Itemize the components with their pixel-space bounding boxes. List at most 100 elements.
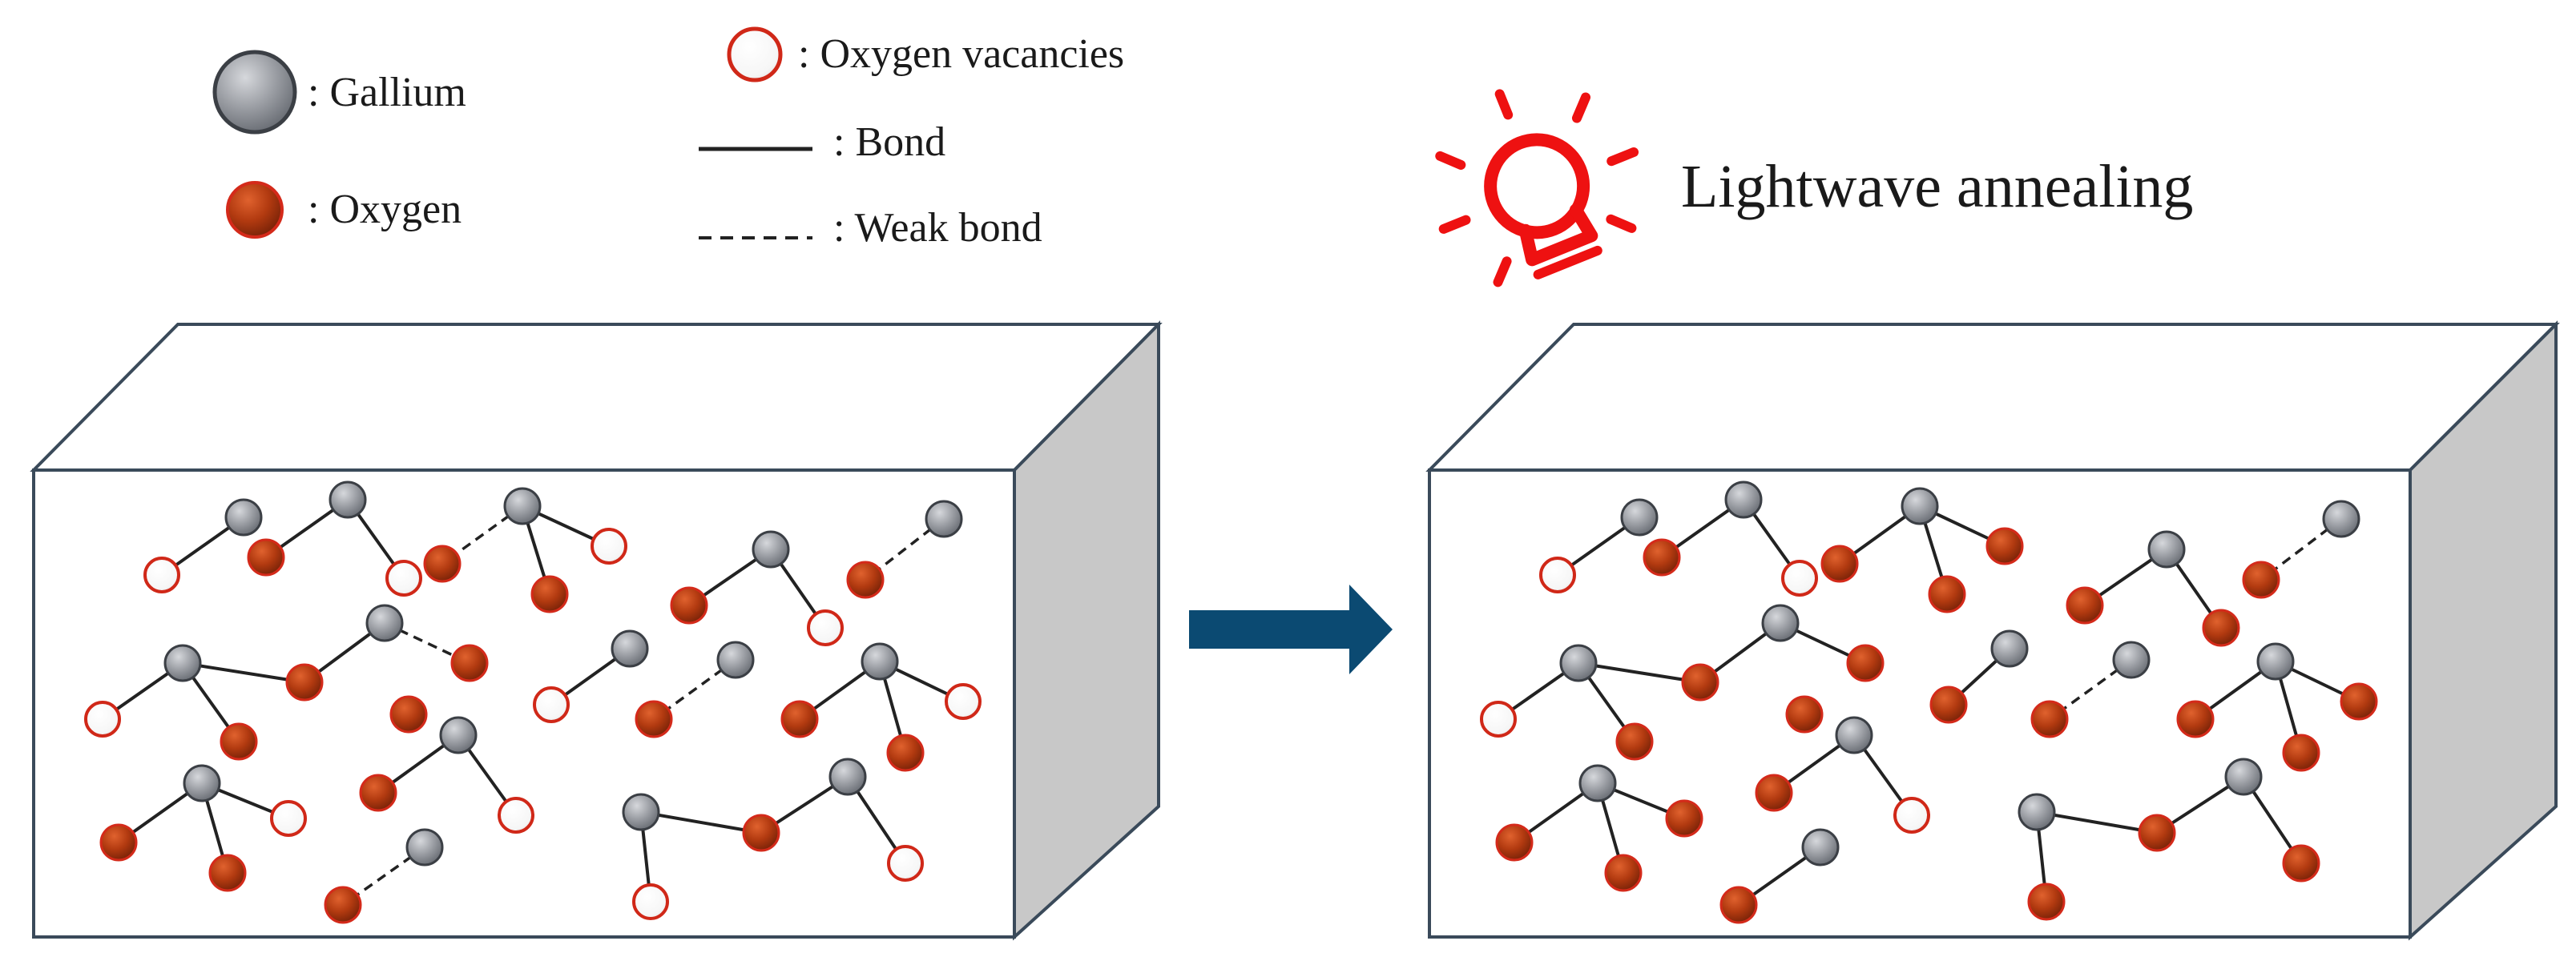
oxygen-vacancy bbox=[591, 528, 627, 565]
oxygen-vacancy bbox=[498, 797, 534, 834]
gallium-atom bbox=[439, 716, 478, 754]
left-molecules bbox=[84, 480, 982, 924]
legend-bond-label: : Bond bbox=[833, 119, 946, 165]
left-crystal-box bbox=[30, 320, 1163, 941]
gallium-atom bbox=[503, 487, 542, 525]
oxygen-atom bbox=[389, 695, 428, 734]
oxygen-atom bbox=[1604, 854, 1643, 892]
legend-weak-bond-label: : Weak bond bbox=[833, 205, 1042, 251]
bond bbox=[2036, 810, 2158, 834]
gallium-atom bbox=[716, 641, 755, 679]
oxygen-atom bbox=[1929, 686, 1968, 724]
gallium-atom bbox=[1578, 764, 1617, 802]
gallium-atom bbox=[1901, 487, 1939, 525]
right-box-front-face bbox=[1428, 468, 2412, 939]
oxygen-atom bbox=[1719, 886, 1758, 924]
oxygen-atom bbox=[742, 814, 780, 852]
legend-oxygen-label: : Oxygen bbox=[308, 187, 462, 232]
gallium-atom bbox=[2147, 530, 2186, 569]
oxygen-atom bbox=[324, 886, 362, 924]
oxygen-atom bbox=[780, 700, 819, 738]
gallium-atom bbox=[828, 758, 867, 796]
legend-gallium-icon bbox=[212, 50, 297, 135]
oxygen-atom bbox=[1820, 545, 1859, 583]
gallium-atom bbox=[2224, 758, 2263, 796]
oxygen-atom bbox=[1755, 774, 1793, 812]
gallium-atom bbox=[2112, 641, 2151, 679]
oxygen-atom bbox=[220, 722, 258, 761]
bond bbox=[640, 810, 762, 834]
oxygen-atom bbox=[1643, 538, 1681, 577]
oxygen-vacancy bbox=[887, 845, 924, 882]
gallium-atom bbox=[2018, 793, 2056, 831]
oxygen-atom bbox=[1615, 722, 1654, 761]
right-arrow-icon bbox=[1189, 585, 1393, 674]
oxygen-atom bbox=[2176, 700, 2215, 738]
gallium-atom bbox=[329, 480, 367, 519]
oxygen-atom bbox=[359, 774, 397, 812]
gallium-atom bbox=[2322, 500, 2360, 538]
light-bulb-icon bbox=[1435, 89, 1639, 287]
oxygen-atom bbox=[423, 545, 462, 583]
left-box-front-face bbox=[32, 468, 1016, 939]
oxygen-atom bbox=[1985, 527, 2024, 565]
oxygen-vacancy bbox=[1893, 797, 1930, 834]
oxygen-vacancy bbox=[1539, 557, 1576, 593]
oxygen-atom bbox=[208, 854, 247, 892]
gallium-atom bbox=[405, 828, 444, 866]
right-crystal-box bbox=[1425, 320, 2560, 941]
gallium-atom bbox=[1990, 629, 2029, 668]
gallium-atom bbox=[611, 629, 649, 668]
oxygen-vacancy bbox=[945, 683, 982, 720]
oxygen-atom bbox=[2066, 586, 2104, 625]
left-box-top-face bbox=[30, 323, 1163, 472]
oxygen-atom bbox=[2282, 734, 2320, 772]
oxygen-atom bbox=[285, 663, 324, 702]
gallium-atom bbox=[183, 764, 221, 802]
oxygen-atom bbox=[635, 700, 673, 738]
oxygen-atom bbox=[1928, 575, 1966, 613]
gallium-atom bbox=[365, 604, 404, 642]
oxygen-vacancy bbox=[385, 560, 422, 597]
gallium-atom bbox=[925, 500, 963, 538]
oxygen-vacancy bbox=[1480, 701, 1517, 738]
oxygen-atom bbox=[2027, 883, 2066, 921]
oxygen-atom bbox=[1846, 644, 1885, 682]
gallium-atom bbox=[1835, 716, 1873, 754]
oxygen-atom bbox=[530, 575, 569, 613]
process-label: Lightwave annealing bbox=[1681, 153, 2194, 220]
oxygen-vacancy bbox=[632, 883, 669, 920]
oxygen-atom bbox=[2282, 844, 2320, 883]
oxygen-vacancy bbox=[84, 701, 121, 738]
oxygen-atom bbox=[99, 823, 138, 862]
right-molecules bbox=[1480, 480, 2378, 924]
bond bbox=[1578, 661, 1701, 684]
right-box-top-face bbox=[1425, 323, 2560, 472]
gallium-atom bbox=[1724, 480, 1763, 519]
oxygen-atom bbox=[1785, 695, 1824, 734]
oxygen-atom bbox=[2138, 814, 2176, 852]
oxygen-vacancy bbox=[143, 557, 180, 593]
gallium-atom bbox=[1761, 604, 1800, 642]
oxygen-atom bbox=[670, 586, 708, 625]
gallium-atom bbox=[224, 498, 263, 537]
gallium-atom bbox=[163, 644, 202, 682]
gallium-atom bbox=[752, 530, 790, 569]
legend-oxygen-icon bbox=[226, 181, 284, 239]
gallium-atom bbox=[1559, 644, 1598, 682]
gallium-atom bbox=[1801, 828, 1840, 866]
oxygen-atom bbox=[846, 561, 885, 599]
oxygen-vacancy bbox=[807, 609, 844, 646]
oxygen-atom bbox=[886, 734, 925, 772]
oxygen-atom bbox=[1495, 823, 1534, 862]
oxygen-atom bbox=[2202, 609, 2240, 647]
oxygen-atom bbox=[1681, 663, 1719, 702]
legend-vacancy-label: : Oxygen vacancies bbox=[798, 31, 1125, 77]
oxygen-vacancy bbox=[270, 800, 307, 837]
gallium-atom bbox=[622, 793, 660, 831]
oxygen-atom bbox=[2030, 700, 2069, 738]
oxygen-vacancy bbox=[533, 686, 570, 723]
oxygen-atom bbox=[2242, 561, 2280, 599]
